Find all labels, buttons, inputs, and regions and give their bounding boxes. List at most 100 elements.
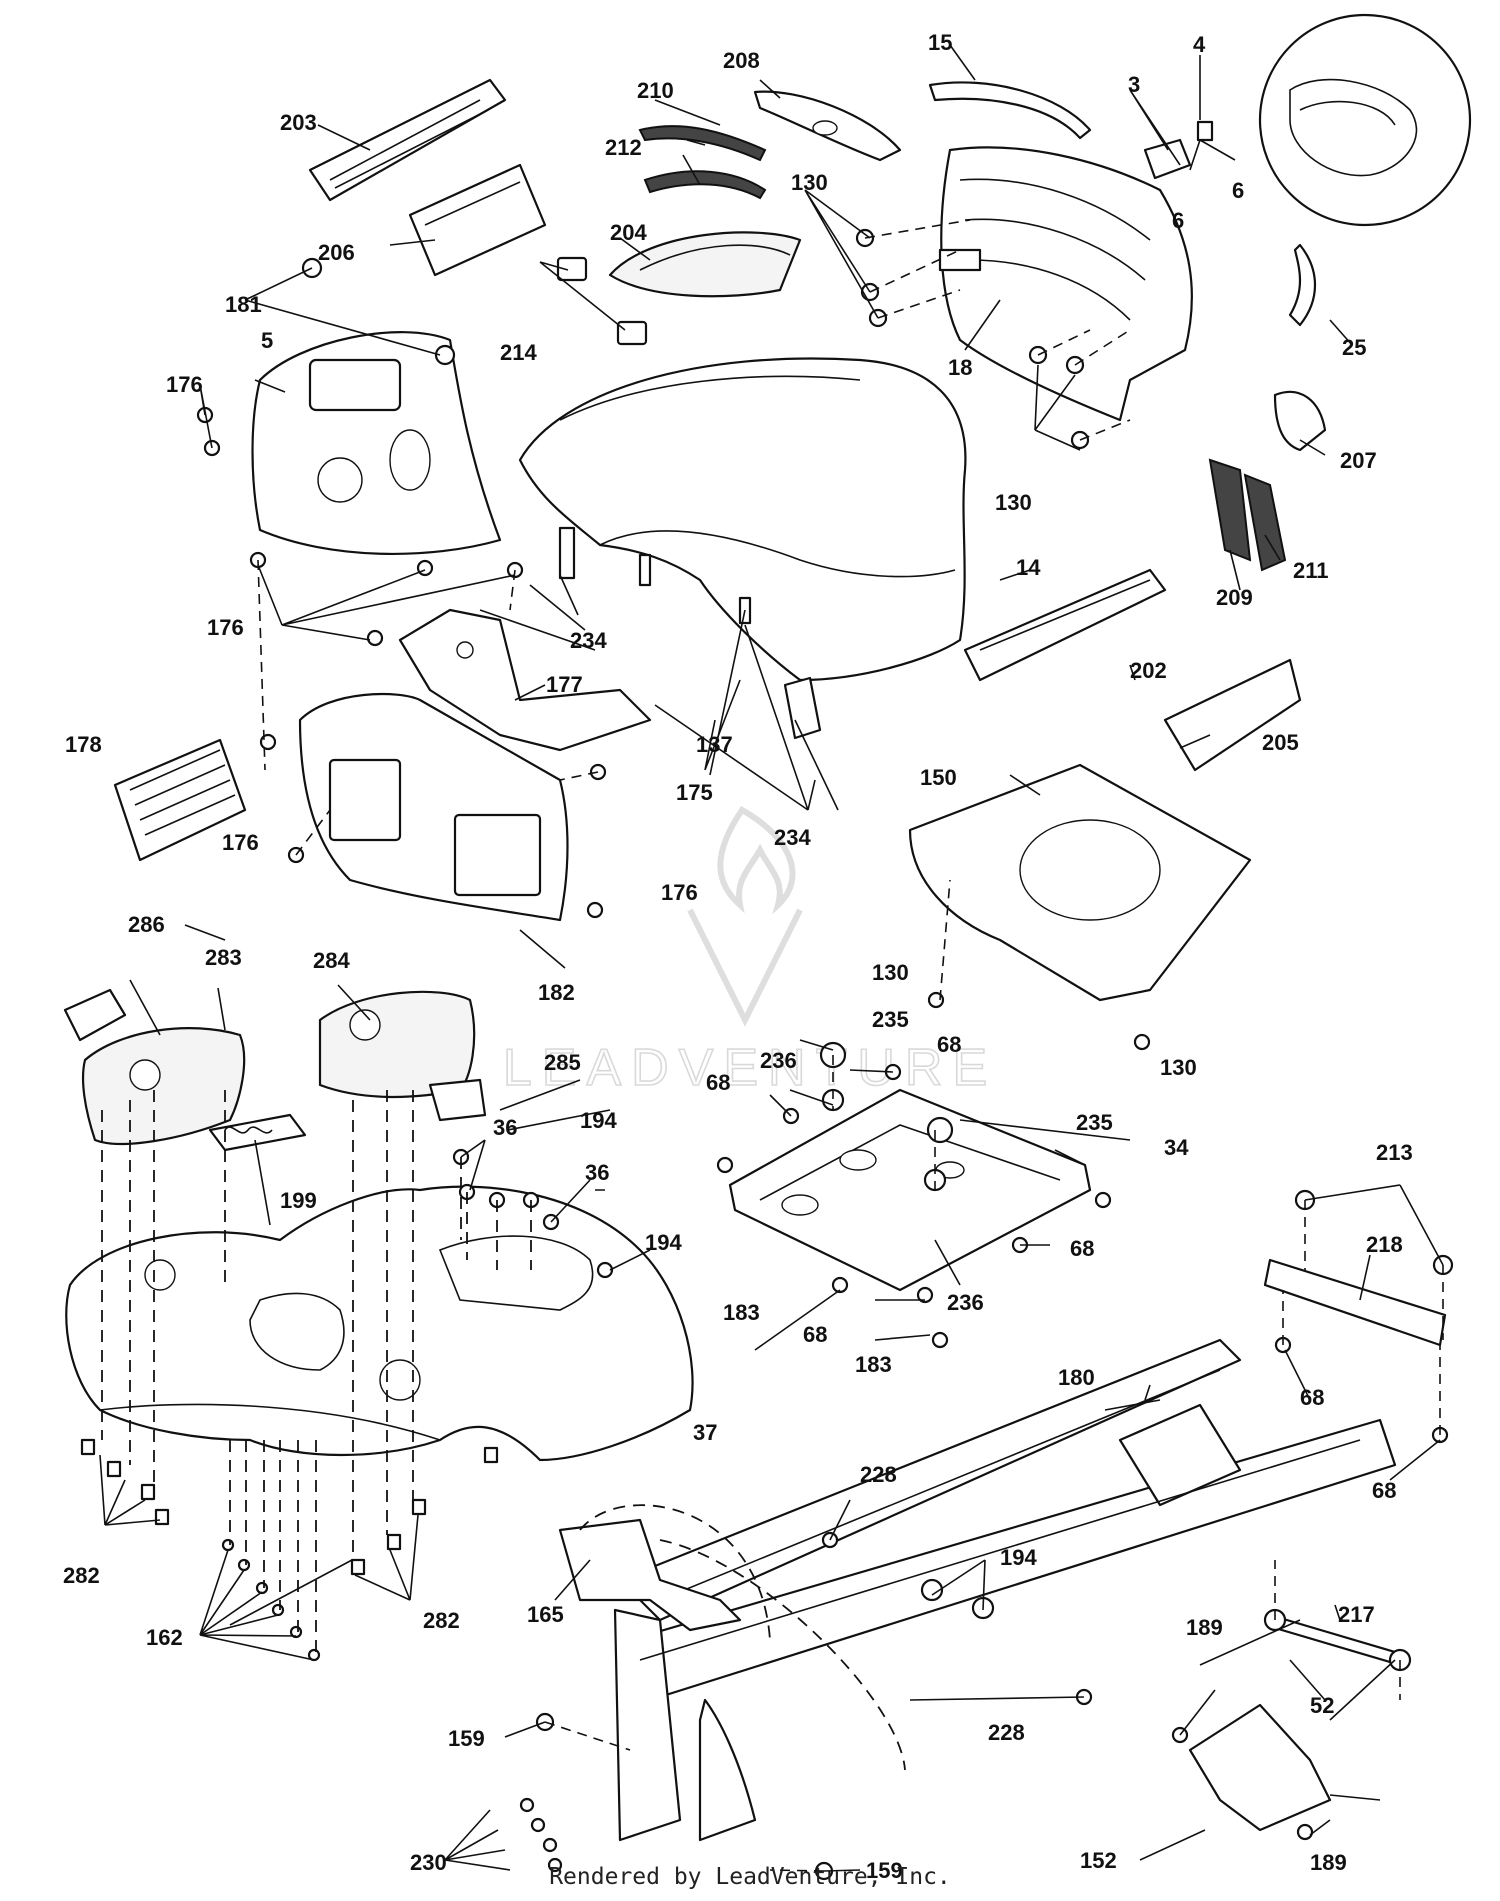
part-208-lens xyxy=(753,90,902,162)
part-18-hood xyxy=(938,146,1193,422)
callout-183b: 183 xyxy=(855,1352,892,1377)
callout-18: 18 xyxy=(948,355,972,380)
callout-194b: 194 xyxy=(645,1230,682,1255)
watermark-text: LEADVENTURE xyxy=(503,1039,997,1097)
callout-194a: 194 xyxy=(580,1108,617,1133)
callout-211: 211 xyxy=(1293,558,1329,583)
part-25-trim xyxy=(1288,243,1317,327)
part-203-grille xyxy=(308,78,507,202)
callout-14: 14 xyxy=(1016,555,1041,580)
footer-credit: Rendered by LeadVenture, Inc. xyxy=(549,1864,951,1890)
callout-159a: 159 xyxy=(448,1726,485,1751)
part-14-fender xyxy=(518,357,967,682)
callout-207: 207 xyxy=(1340,448,1377,473)
callout-177: 177 xyxy=(546,672,583,697)
callout-282a: 282 xyxy=(63,1563,100,1588)
part-37-deck xyxy=(65,1185,694,1462)
callout-36a: 36 xyxy=(493,1115,517,1140)
callout-178: 178 xyxy=(65,732,102,757)
callout-4: 4 xyxy=(1193,32,1206,57)
part-5-dash-panel xyxy=(251,331,502,556)
part-207-light xyxy=(1273,390,1327,452)
callout-labels: 3 4 5 6 6 14 15 18 25 34 36 36 37 52 68 … xyxy=(63,30,1413,1883)
callout-189a: 189 xyxy=(1186,1615,1223,1640)
callout-206: 206 xyxy=(318,240,355,265)
part-210-grille-insert xyxy=(638,125,767,162)
callout-68d: 68 xyxy=(803,1322,827,1347)
callout-68b: 68 xyxy=(706,1070,730,1095)
callout-234a: 234 xyxy=(570,628,607,653)
part-15-trim xyxy=(928,81,1092,140)
callout-286: 286 xyxy=(128,912,165,937)
callout-3: 3 xyxy=(1128,72,1140,97)
part-180-frame xyxy=(613,1338,1397,1842)
callout-150: 150 xyxy=(920,765,957,790)
part-152-shield xyxy=(1188,1703,1332,1832)
callout-284: 284 xyxy=(313,948,350,973)
callout-189b: 189 xyxy=(1310,1850,1347,1875)
callout-6a: 6 xyxy=(1232,178,1244,203)
callout-176b: 176 xyxy=(207,615,244,640)
callout-175: 175 xyxy=(676,780,713,805)
part-178-grille-panel xyxy=(113,738,247,862)
callout-152: 152 xyxy=(1080,1848,1117,1873)
callout-203: 203 xyxy=(280,110,317,135)
callout-283: 283 xyxy=(205,945,242,970)
callout-52: 52 xyxy=(1310,1693,1334,1718)
callout-204: 204 xyxy=(610,220,647,245)
callout-182: 182 xyxy=(538,980,575,1005)
callout-234b: 234 xyxy=(774,825,811,850)
callout-194c: 194 xyxy=(1000,1545,1037,1570)
callout-214: 214 xyxy=(500,340,537,365)
callout-159b: 159 xyxy=(866,1858,903,1883)
callout-176d: 176 xyxy=(661,880,698,905)
callout-209: 209 xyxy=(1216,585,1253,610)
callout-217: 217 xyxy=(1338,1602,1375,1627)
callout-199: 199 xyxy=(280,1188,317,1213)
callout-68a: 68 xyxy=(937,1032,961,1057)
part-214-clips xyxy=(556,256,648,346)
callout-34: 34 xyxy=(1164,1135,1189,1160)
part-286-cover xyxy=(63,988,127,1042)
part-150-shroud xyxy=(908,763,1252,1002)
part-218-bracket xyxy=(1263,1258,1447,1347)
callout-208: 208 xyxy=(723,48,760,73)
callout-162: 162 xyxy=(146,1625,183,1650)
callout-36b: 36 xyxy=(585,1160,609,1185)
callout-235b: 235 xyxy=(1076,1110,1113,1135)
part-204-seat-cover xyxy=(608,231,802,298)
callout-235a: 235 xyxy=(872,1007,909,1032)
part-285-cover xyxy=(428,1078,487,1122)
callout-25: 25 xyxy=(1342,335,1366,360)
part-283-cover xyxy=(81,1027,246,1146)
leader-lines xyxy=(99,44,1444,1872)
callout-210: 210 xyxy=(637,78,674,103)
part-34-mount-plate xyxy=(728,1088,1092,1292)
callout-68c: 68 xyxy=(1070,1236,1094,1261)
callout-228a: 228 xyxy=(860,1462,897,1487)
assembly-lines xyxy=(101,219,1444,1872)
part-175-support xyxy=(398,608,652,752)
callout-202: 202 xyxy=(1130,658,1167,683)
part-4-clip xyxy=(1196,120,1214,142)
callout-230: 230 xyxy=(410,1850,447,1875)
callout-236a: 236 xyxy=(760,1048,797,1073)
callout-130d: 130 xyxy=(1160,1055,1197,1080)
callout-176c: 176 xyxy=(222,830,259,855)
callout-176a: 176 xyxy=(166,372,203,397)
callout-181: 181 xyxy=(225,292,262,317)
callout-130a: 130 xyxy=(791,170,828,195)
callout-228b: 228 xyxy=(988,1720,1025,1745)
callout-5: 5 xyxy=(261,328,273,353)
part-199-heat-shield xyxy=(208,1113,307,1152)
watermark-logo xyxy=(687,806,803,1027)
callout-68f: 68 xyxy=(1372,1478,1396,1503)
part-202-grille xyxy=(963,568,1167,682)
part-206-bracket xyxy=(408,163,547,277)
callout-180: 180 xyxy=(1058,1365,1095,1390)
callout-6b: 6 xyxy=(1172,208,1184,233)
callout-68e: 68 xyxy=(1300,1385,1324,1410)
callout-183a: 183 xyxy=(723,1300,760,1325)
callout-282b: 282 xyxy=(423,1608,460,1633)
